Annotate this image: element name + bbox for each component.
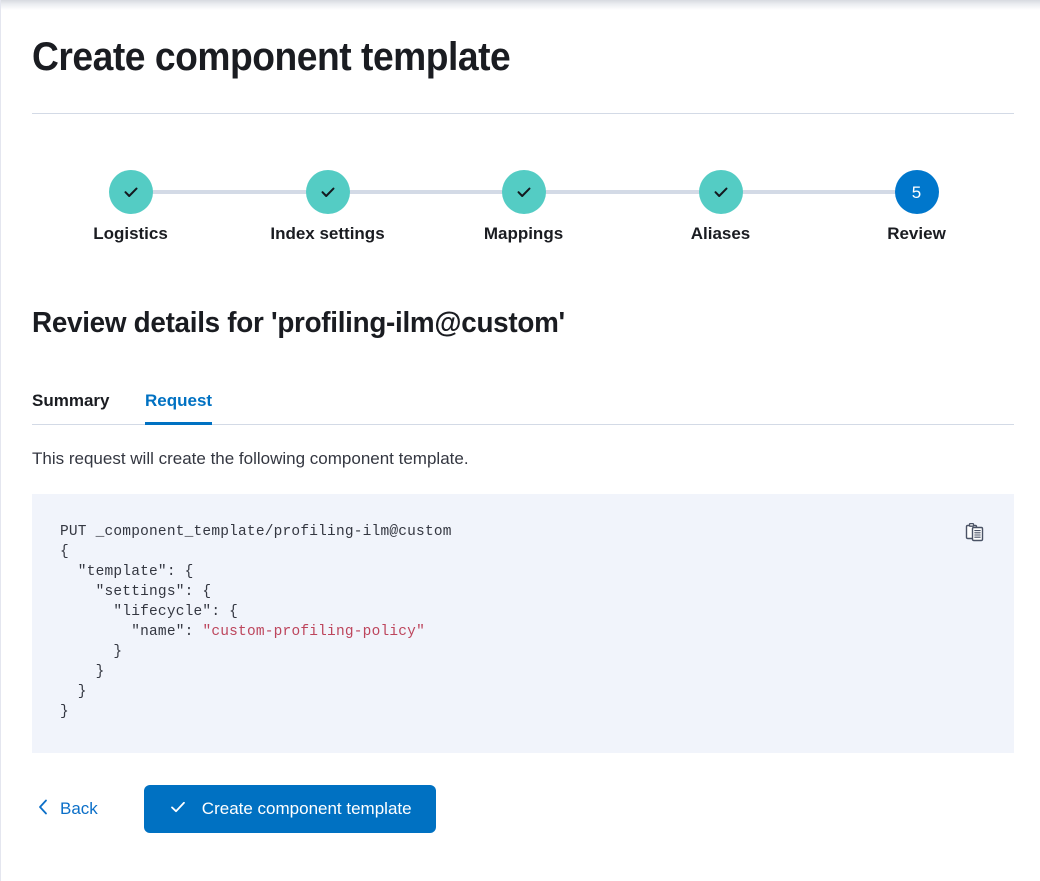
code-line: } bbox=[60, 704, 69, 720]
step-label: Aliases bbox=[690, 224, 751, 243]
page-title: Create component template bbox=[32, 35, 511, 79]
title-divider bbox=[32, 113, 1014, 114]
request-code-panel: PUT _component_template/profiling-ilm@cu… bbox=[32, 494, 1014, 753]
tabs-divider bbox=[32, 424, 1014, 425]
copy-clipboard-button[interactable] bbox=[962, 520, 988, 546]
code-line: "template": { bbox=[60, 564, 194, 580]
check-icon bbox=[121, 182, 141, 202]
code-line: "name": bbox=[60, 624, 203, 640]
code-line: "lifecycle": { bbox=[60, 604, 239, 620]
window-top-shade bbox=[1, 0, 1040, 10]
back-button-label: Back bbox=[60, 799, 98, 818]
code-line: { bbox=[60, 544, 69, 560]
stepper-step-index-settings[interactable]: Index settings bbox=[229, 160, 426, 245]
step-label: Logistics bbox=[93, 224, 168, 243]
chevron-left-icon bbox=[36, 798, 50, 821]
create-component-template-button[interactable]: Create component template bbox=[143, 785, 436, 833]
step-marker-done bbox=[698, 170, 743, 214]
copy-clipboard-icon bbox=[964, 521, 986, 546]
stepper-step-review[interactable]: 5 Review bbox=[818, 160, 1015, 245]
create-component-template-label: Create component template bbox=[201, 799, 412, 818]
stepper-step-mappings[interactable]: Mappings bbox=[425, 160, 622, 245]
step-marker-done bbox=[108, 170, 153, 214]
stepper-step-aliases[interactable]: Aliases bbox=[622, 160, 819, 245]
request-code-block: PUT _component_template/profiling-ilm@cu… bbox=[60, 522, 452, 722]
check-icon bbox=[168, 797, 188, 822]
wizard-actions: Back Create component template bbox=[32, 785, 436, 833]
stepper-step-logistics[interactable]: Logistics bbox=[32, 160, 229, 245]
step-marker-done bbox=[305, 170, 350, 214]
review-heading: Review details for 'profiling-ilm@custom… bbox=[32, 307, 565, 339]
step-label: Index settings bbox=[270, 224, 385, 243]
check-icon bbox=[711, 182, 731, 202]
code-request-line: PUT _component_template/profiling-ilm@cu… bbox=[60, 524, 452, 540]
code-line: } bbox=[60, 664, 105, 680]
step-label: Review bbox=[887, 224, 946, 243]
request-description: This request will create the following c… bbox=[32, 449, 469, 468]
tab-request[interactable]: Request bbox=[145, 390, 212, 425]
code-line: } bbox=[60, 684, 87, 700]
check-icon bbox=[514, 182, 534, 202]
step-marker-done bbox=[501, 170, 546, 214]
wizard-stepper: Logistics Index settings bbox=[32, 160, 1014, 260]
step-label: Mappings bbox=[483, 224, 564, 243]
tab-summary[interactable]: Summary bbox=[32, 391, 110, 410]
back-button[interactable]: Back bbox=[32, 792, 102, 827]
code-line: } bbox=[60, 644, 123, 660]
step-number: 5 bbox=[911, 182, 922, 202]
step-marker-current: 5 bbox=[894, 170, 939, 214]
review-tabs: Summary Request bbox=[32, 383, 1014, 425]
code-string-value: "custom-profiling-policy" bbox=[202, 624, 425, 640]
check-icon bbox=[318, 182, 338, 202]
code-line: "settings": { bbox=[60, 584, 212, 600]
